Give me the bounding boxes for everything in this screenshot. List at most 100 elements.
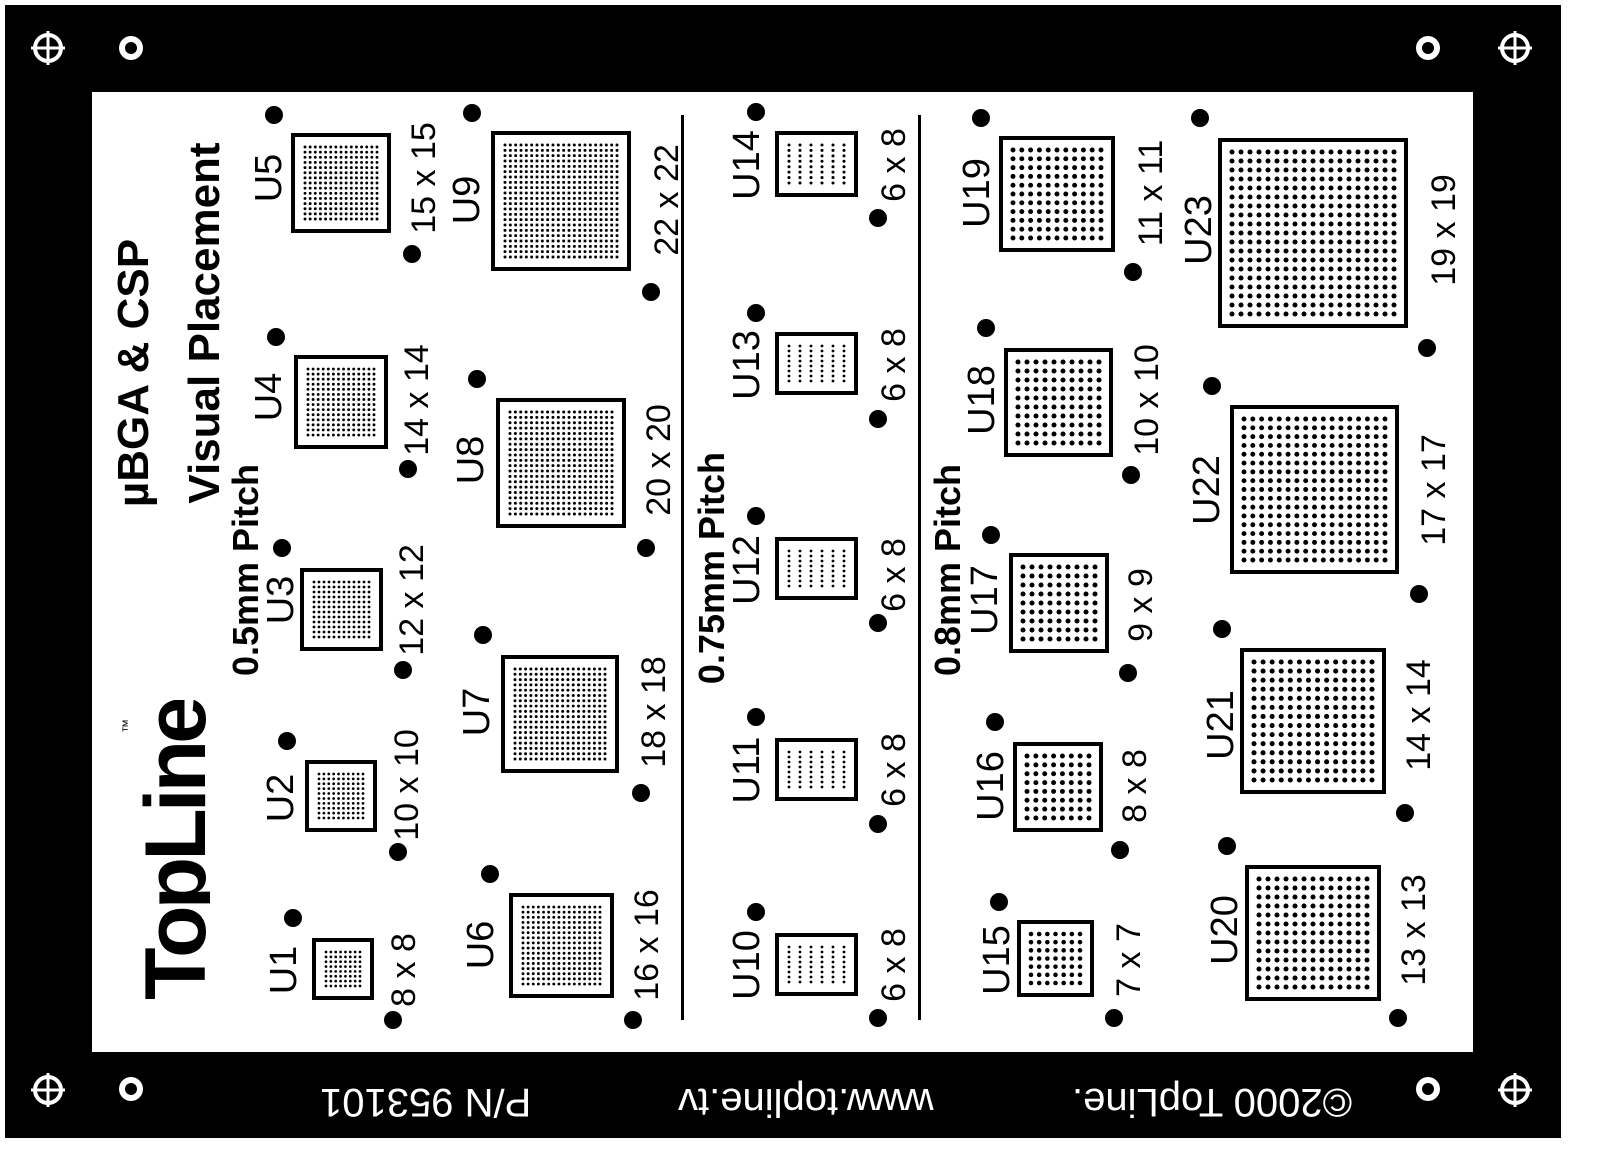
- solder-ball: [1319, 957, 1325, 963]
- solder-ball: [567, 936, 571, 940]
- solder-ball: [542, 920, 545, 924]
- solder-ball: [578, 154, 582, 158]
- solder-ball: [1294, 442, 1300, 448]
- solder-ball: [339, 217, 343, 221]
- solder-ball: [327, 792, 331, 795]
- solder-ball: [1061, 939, 1066, 945]
- solder-ball: [529, 437, 533, 441]
- solder-ball: [1292, 293, 1298, 299]
- solder-ball: [820, 549, 824, 553]
- solder-ball: [599, 512, 603, 516]
- solder-ball: [567, 148, 571, 152]
- solder-ball: [317, 630, 321, 634]
- solder-ball: [555, 688, 559, 692]
- solder-ball: [561, 709, 565, 713]
- solder-ball: [1028, 209, 1034, 215]
- solder-ball: [1382, 416, 1388, 422]
- solder-ball: [370, 196, 374, 200]
- solder-ball: [322, 635, 326, 639]
- solder-ball: [820, 349, 824, 353]
- solder-ball: [809, 165, 813, 169]
- solder-ball: [337, 590, 341, 594]
- solder-ball: [1241, 451, 1247, 457]
- solder-ball: [1337, 903, 1343, 909]
- solder-ball: [332, 610, 336, 614]
- solder-ball: [1338, 469, 1344, 475]
- solder-ball: [1256, 185, 1262, 191]
- solder-ball: [610, 431, 614, 435]
- reference-designator: U19: [956, 158, 998, 228]
- solder-ball: [529, 752, 533, 756]
- solder-ball: [357, 433, 361, 437]
- solder-ball: [312, 630, 316, 634]
- solder-ball: [346, 806, 350, 810]
- solder-ball: [1276, 495, 1282, 501]
- solder-ball: [842, 170, 846, 174]
- solder-ball: [352, 635, 356, 639]
- solder-ball: [567, 159, 571, 163]
- solder-ball: [1250, 522, 1256, 528]
- solder-ball: [1256, 221, 1262, 227]
- solder-ball: [514, 228, 518, 232]
- solder-ball: [572, 437, 576, 441]
- solder-ball: [535, 415, 539, 419]
- orientation-marker-icon: [384, 1011, 402, 1029]
- solder-ball: [1069, 972, 1075, 978]
- solder-ball: [513, 736, 517, 740]
- solder-ball: [519, 437, 523, 441]
- solder-ball: [513, 731, 517, 735]
- solder-ball: [1024, 377, 1030, 383]
- solder-ball: [1310, 876, 1316, 882]
- solder-ball: [1283, 885, 1289, 891]
- solder-ball: [1287, 750, 1293, 756]
- solder-ball: [1364, 539, 1370, 545]
- solder-ball: [1047, 600, 1053, 606]
- solder-ball: [306, 428, 310, 432]
- solder-ball: [1319, 266, 1325, 272]
- solder-ball: [567, 926, 571, 929]
- solder-ball: [1351, 659, 1357, 665]
- solder-ball: [534, 678, 538, 682]
- solder-ball: [1328, 149, 1334, 155]
- solder-ball: [1238, 248, 1244, 254]
- solder-ball: [545, 715, 549, 719]
- solder-ball: [542, 905, 545, 909]
- solder-ball: [306, 392, 310, 396]
- solder-ball: [610, 186, 614, 190]
- solder-ball: [321, 372, 325, 376]
- solder-ball: [356, 797, 360, 800]
- solder-ball: [809, 965, 813, 969]
- solder-ball: [1098, 156, 1104, 162]
- solder-ball: [578, 910, 581, 914]
- solder-ball: [582, 693, 586, 697]
- solder-ball: [582, 720, 586, 724]
- solder-ball: [514, 191, 518, 195]
- solder-ball: [370, 181, 374, 185]
- solder-ball: [318, 191, 322, 195]
- ball-grid: [1020, 564, 1098, 642]
- solder-ball: [361, 777, 365, 781]
- solder-ball: [344, 217, 348, 221]
- solder-ball: [311, 423, 315, 427]
- solder-ball: [344, 186, 348, 190]
- solder-ball: [1329, 504, 1335, 510]
- solder-ball: [529, 410, 533, 414]
- solder-ball: [339, 212, 343, 216]
- grid-size-label: 19 x 19: [1425, 174, 1463, 286]
- solder-ball: [1247, 167, 1253, 173]
- solder-ball: [1285, 548, 1291, 554]
- solder-ball: [1265, 149, 1271, 155]
- solder-ball: [551, 164, 555, 168]
- solder-ball: [312, 595, 316, 599]
- solder-ball: [329, 166, 333, 170]
- solder-ball: [1267, 531, 1273, 537]
- solder-ball: [831, 584, 835, 588]
- solder-ball: [1238, 311, 1244, 317]
- solder-ball: [556, 239, 560, 243]
- solder-ball: [1269, 741, 1275, 747]
- solder-ball: [342, 615, 346, 619]
- solder-ball: [552, 967, 556, 971]
- solder-ball: [594, 207, 598, 211]
- solder-ball: [589, 464, 593, 468]
- solder-ball: [1292, 275, 1298, 281]
